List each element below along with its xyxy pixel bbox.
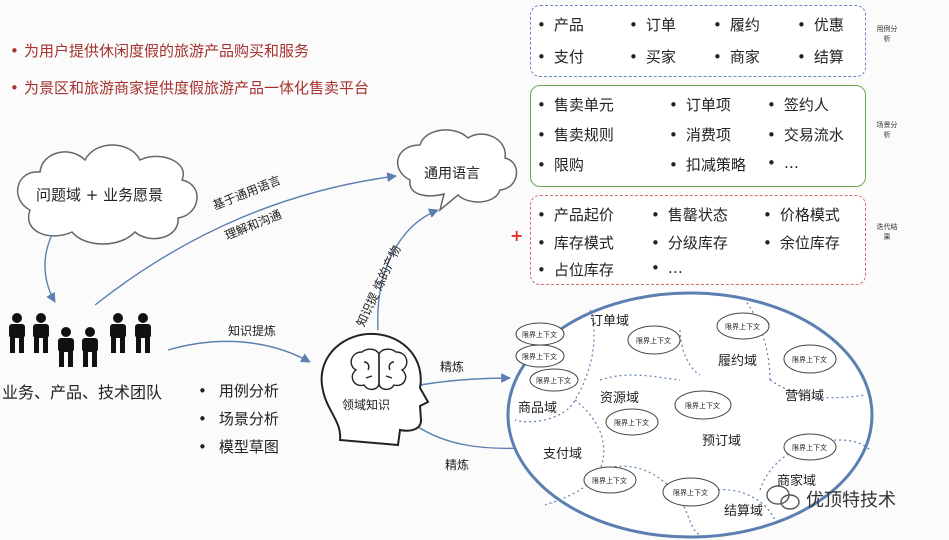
domain-order: 订单域 (590, 314, 630, 329)
usecase-box: 产品 订单 履约 优惠 支付 买家 商家 结算 (530, 5, 866, 77)
context-label: 限界上下文 (792, 356, 827, 364)
context-ellipses (515, 312, 837, 507)
scenario-side-label: 场景分析 (876, 121, 898, 139)
activity-item: 模型草图 (198, 433, 279, 461)
usecase-item: 订单 (629, 14, 676, 35)
context-label: 限界上下文 (685, 402, 720, 410)
problem-cloud-label: 问题域 + 业务愿景 (36, 186, 164, 204)
goal-2: •为景区和旅游商家提供度假旅游产品一体化售卖平台 (10, 79, 370, 97)
iteration-item: 分级库存 (651, 232, 728, 253)
language-cloud-label: 通用语言 (424, 166, 480, 182)
arrow-refine-1 (419, 373, 511, 386)
usecase-item: 产品 (537, 14, 584, 35)
language-cloud (396, 129, 518, 213)
iteration-item: 产品起价 (537, 204, 614, 225)
usecase-item: 支付 (537, 46, 584, 67)
wechat-icon (766, 485, 800, 510)
arrow-head-language (377, 208, 439, 331)
context-label: 限界上下文 (673, 489, 708, 497)
context-label: 限界上下文 (522, 353, 557, 361)
team-activities: 用例分析 场景分析 模型草图 (198, 377, 279, 461)
iteration-item: 价格模式 (763, 204, 840, 225)
domain-marketing: 营销域 (785, 389, 825, 404)
watermark-text: 优顶特技术 (806, 490, 896, 511)
arrow-problem-team (44, 234, 56, 303)
arrow-team-head (167, 340, 311, 363)
iteration-item: 占位库存 (537, 259, 614, 280)
context-label: 限界上下文 (725, 323, 760, 331)
scenario-item: 订单项 (669, 94, 731, 115)
context-label: 限界上下文 (522, 331, 557, 339)
scenario-item: 售卖规则 (537, 124, 614, 145)
scenario-item: 售卖单元 (537, 94, 614, 115)
scenario-box: 售卖单元 订单项 签约人 售卖规则 消费项 交易流水 限购 扣减策略 … (530, 85, 866, 187)
brain-icon (350, 348, 408, 391)
problem-cloud (16, 144, 198, 245)
context-label: 限界上下文 (636, 337, 671, 345)
plus-icon: + (510, 226, 524, 245)
scenario-item: … (767, 154, 799, 172)
context-label: 限界上下文 (592, 477, 627, 485)
scenario-item: 扣减策略 (669, 154, 746, 175)
refine-label-1: 精炼 (440, 360, 465, 374)
domain-fulfill: 履约域 (718, 354, 758, 369)
scenario-item: 交易流水 (767, 124, 844, 145)
iteration-item: 库存模式 (537, 232, 614, 253)
domain-resource: 资源域 (600, 391, 640, 406)
usecase-item: 优惠 (797, 14, 844, 35)
scenario-item: 限购 (537, 154, 584, 175)
domain-merchant: 商家域 (777, 474, 817, 489)
domain-knowledge-label: 领域知识 (342, 398, 391, 412)
scenario-item: 消费项 (669, 124, 731, 145)
usecase-item: 买家 (629, 46, 676, 67)
activity-item: 场景分析 (198, 405, 279, 433)
usecase-item: 结算 (797, 46, 844, 67)
arrow-team-language (94, 172, 397, 306)
usecase-item: 履约 (713, 14, 760, 35)
context-label: 限界上下文 (614, 419, 649, 427)
domain-product: 商品域 (518, 401, 558, 416)
iteration-item: 余位库存 (763, 232, 840, 253)
knowledge-extract-label: 知识提炼 (228, 324, 277, 338)
domain-settlement: 结算域 (724, 504, 764, 519)
usecase-side-label: 用例分析 (876, 25, 898, 43)
context-label: 限界上下文 (536, 377, 571, 385)
team-label: 业务、产品、技术团队 (2, 383, 163, 402)
iteration-item: … (651, 259, 683, 277)
iteration-box: 产品起价 售罄状态 价格模式 库存模式 分级库存 余位库存 占位库存 … (530, 195, 866, 285)
scenario-item: 签约人 (767, 94, 829, 115)
domain-booking: 预订域 (702, 434, 742, 449)
arrow-refine-2 (414, 424, 526, 454)
goal-1: •为用户提供休闲度假的旅游产品购买和服务 (10, 42, 310, 60)
usecase-item: 商家 (713, 46, 760, 67)
activity-item: 用例分析 (198, 377, 279, 405)
team-people-icons (9, 313, 151, 367)
context-label: 限界上下文 (792, 444, 827, 452)
refine-label-2: 精炼 (445, 458, 470, 472)
iteration-item: 售罄状态 (651, 204, 728, 225)
domain-payment: 支付域 (543, 447, 583, 462)
iteration-side-label: 迭代结果 (876, 223, 898, 241)
